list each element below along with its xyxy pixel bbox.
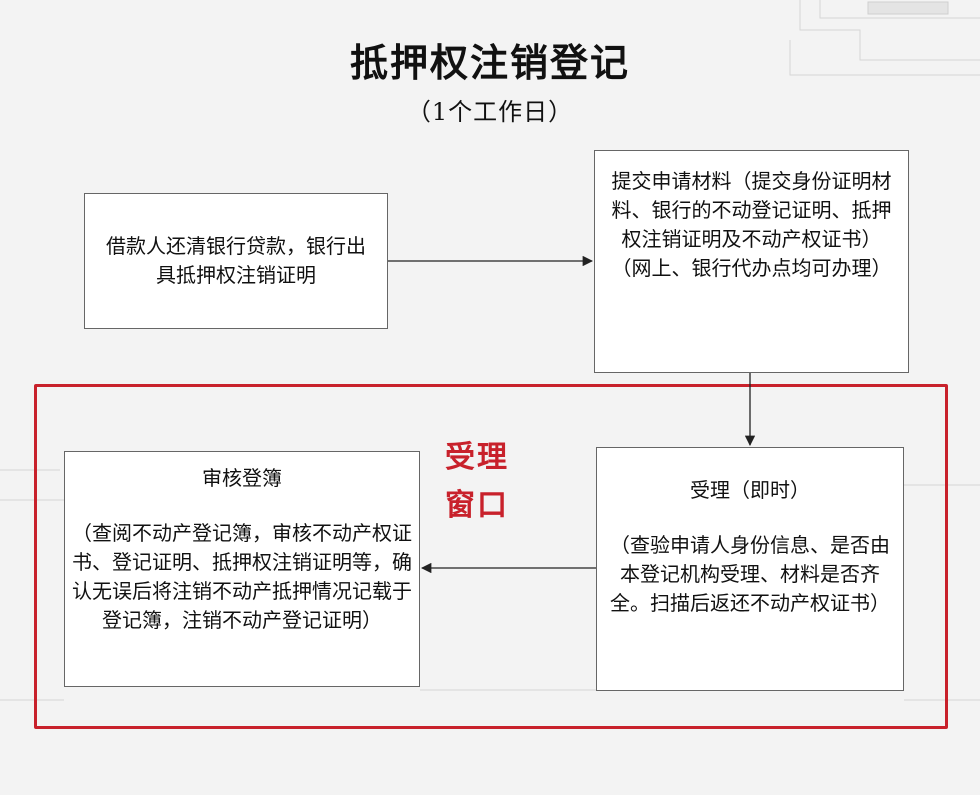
window-label-line2: 窗口 <box>445 488 509 523</box>
step-submit-note: （网上、银行代办点均可办理） <box>611 256 892 280</box>
step-accept-title: 受理（即时） <box>690 478 810 502</box>
step-submit-box: 提交申请材料（提交身份证明材料、银行的不动登记证明、抵押权注销证明及不动产权证书… <box>594 150 909 373</box>
step-submit-text: 提交申请材料（提交身份证明材料、银行的不动登记证明、抵押权注销证明及不动产权证书… <box>611 169 892 251</box>
page-subtitle: （1个工作日） <box>406 98 574 126</box>
window-label-line1: 受理 <box>445 440 509 475</box>
page-title: 抵押权注销登记 <box>349 41 630 85</box>
step-accept-detail: （查验申请人身份信息、是否由本登记机构受理、材料是否齐全。扫描后返还不动产权证书… <box>610 533 890 615</box>
step-borrower-box: 借款人还清银行贷款，银行出具抵押权注销证明 <box>84 193 388 329</box>
step-borrower-text: 借款人还清银行贷款，银行出具抵押权注销证明 <box>106 234 366 287</box>
step-review-title: 审核登簿 <box>202 466 282 490</box>
step-review-box: 审核登簿 （查阅不动产登记簿，审核不动产权证书、登记证明、抵押权注销证明等，确认… <box>64 451 420 687</box>
step-accept-box: 受理（即时） （查验申请人身份信息、是否由本登记机构受理、材料是否齐全。扫描后返… <box>596 447 904 691</box>
step-review-detail: （查阅不动产登记簿，审核不动产权证书、登记证明、抵押权注销证明等，确认无误后将注… <box>72 521 412 632</box>
acceptance-window-label: 受理 窗口 <box>445 434 509 530</box>
acceptance-window-frame <box>34 384 948 729</box>
